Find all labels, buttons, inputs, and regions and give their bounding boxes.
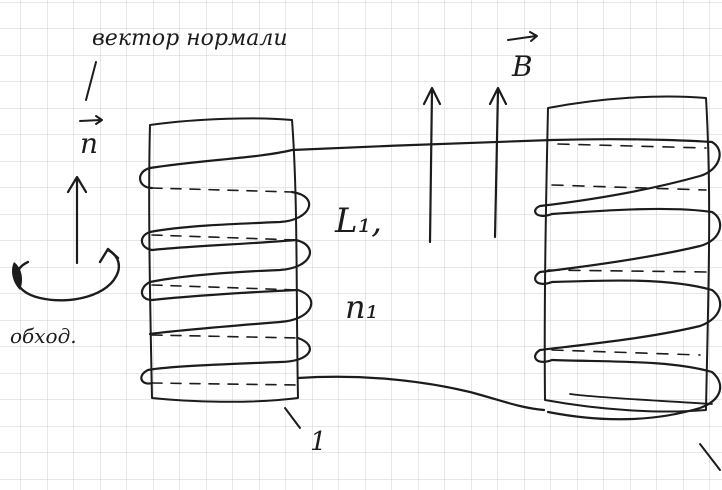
- coil-turn: [534, 138, 721, 217]
- normal-vector-label: n: [79, 115, 103, 160]
- dashed-back-line: [551, 184, 707, 191]
- arrow-up-icon: [488, 86, 508, 239]
- coil-turn: [148, 288, 313, 336]
- coil-turn: [140, 238, 311, 302]
- dashed-back-line: [151, 382, 299, 386]
- right-coil-core: [543, 95, 711, 413]
- dashed-back-line: [551, 349, 701, 356]
- arrow-up-icon: [422, 86, 442, 244]
- turns-label: n₁: [345, 288, 378, 326]
- coil-turn: [140, 336, 311, 385]
- right-coil: [534, 95, 722, 471]
- coil-index-label: 1: [310, 427, 327, 457]
- left-coil-core: [148, 117, 299, 403]
- dashed-back-line: [151, 187, 293, 193]
- vector-bar-icon: [507, 31, 538, 42]
- coil-turn: [140, 190, 311, 252]
- coil-turn: [546, 358, 722, 421]
- traverse-direction-label: обход.: [10, 324, 77, 348]
- curved-arrow-icon: [12, 247, 121, 302]
- field-vector-letter: B: [511, 50, 533, 83]
- left-coil: [139, 117, 313, 429]
- ink-blot: [12, 262, 22, 290]
- dashed-back-line: [547, 269, 707, 273]
- dashed-back-line: [151, 284, 299, 291]
- coil-pointer-line: [699, 443, 721, 471]
- dashed-back-line: [151, 334, 299, 339]
- top-wire: [148, 138, 554, 170]
- normal-caption: вектор нормали: [92, 26, 288, 51]
- normal-vector-letter: n: [80, 127, 98, 160]
- caption-pointer-line: [85, 61, 97, 101]
- coil-pointer-line: [284, 407, 301, 429]
- inductance-label: L₁,: [334, 201, 382, 241]
- field-vector-label: B: [507, 31, 538, 83]
- bottom-wire: [296, 375, 546, 412]
- arrow-up-icon: [66, 175, 88, 265]
- coil-turn: [534, 207, 722, 285]
- coil-turn: [139, 166, 154, 190]
- dashed-back-line: [151, 234, 297, 241]
- vector-bar-icon: [79, 115, 103, 125]
- dashed-back-line: [557, 143, 707, 149]
- coil-turn: [534, 279, 722, 363]
- coil-turn-back: [569, 393, 713, 405]
